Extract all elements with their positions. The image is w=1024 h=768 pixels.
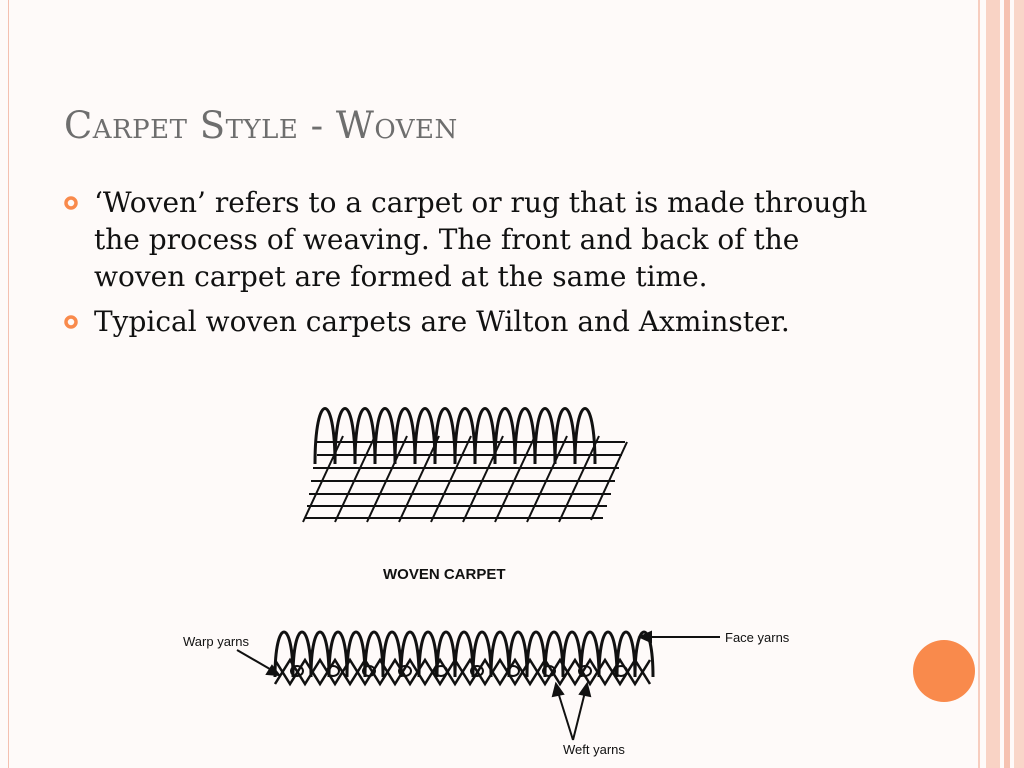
- grid-horizontals: [305, 441, 625, 519]
- face-yarns-label: Face yarns: [725, 630, 790, 645]
- bullet-item: Typical woven carpets are Wilton and Axm…: [64, 303, 884, 340]
- bullet-list: ‘Woven’ refers to a carpet or rug that i…: [64, 184, 884, 340]
- ring-bullet-icon: [64, 196, 78, 210]
- face-arrow: [637, 630, 720, 644]
- weft-yarns-label: Weft yarns: [563, 742, 625, 757]
- grid-diagonals: [302, 435, 628, 523]
- bullet-text: ‘Woven’ refers to a carpet or rug that i…: [94, 186, 868, 293]
- warp-yarns-label: Warp yarns: [183, 634, 249, 649]
- pile-loops-bottom: [273, 630, 655, 678]
- accent-circle: [913, 640, 975, 702]
- bullet-text: Typical woven carpets are Wilton and Axm…: [94, 305, 790, 338]
- warp-beads: [290, 665, 628, 677]
- woven-carpet-diagram: WOVEN CARPET Warp yarns Face yarns: [183, 407, 790, 757]
- right-decorative-band: [978, 0, 1024, 768]
- weft-zigzag: [273, 657, 652, 687]
- pile-loops-top: [313, 407, 597, 465]
- ring-bullet-icon: [64, 315, 78, 329]
- bullet-item: ‘Woven’ refers to a carpet or rug that i…: [64, 184, 884, 295]
- figure-caption: WOVEN CARPET: [383, 566, 506, 583]
- left-border-line: [8, 0, 9, 768]
- warp-arrow: [236, 649, 282, 677]
- weft-arrows: [551, 681, 592, 741]
- slide-title: Carpet Style - Woven: [64, 104, 458, 147]
